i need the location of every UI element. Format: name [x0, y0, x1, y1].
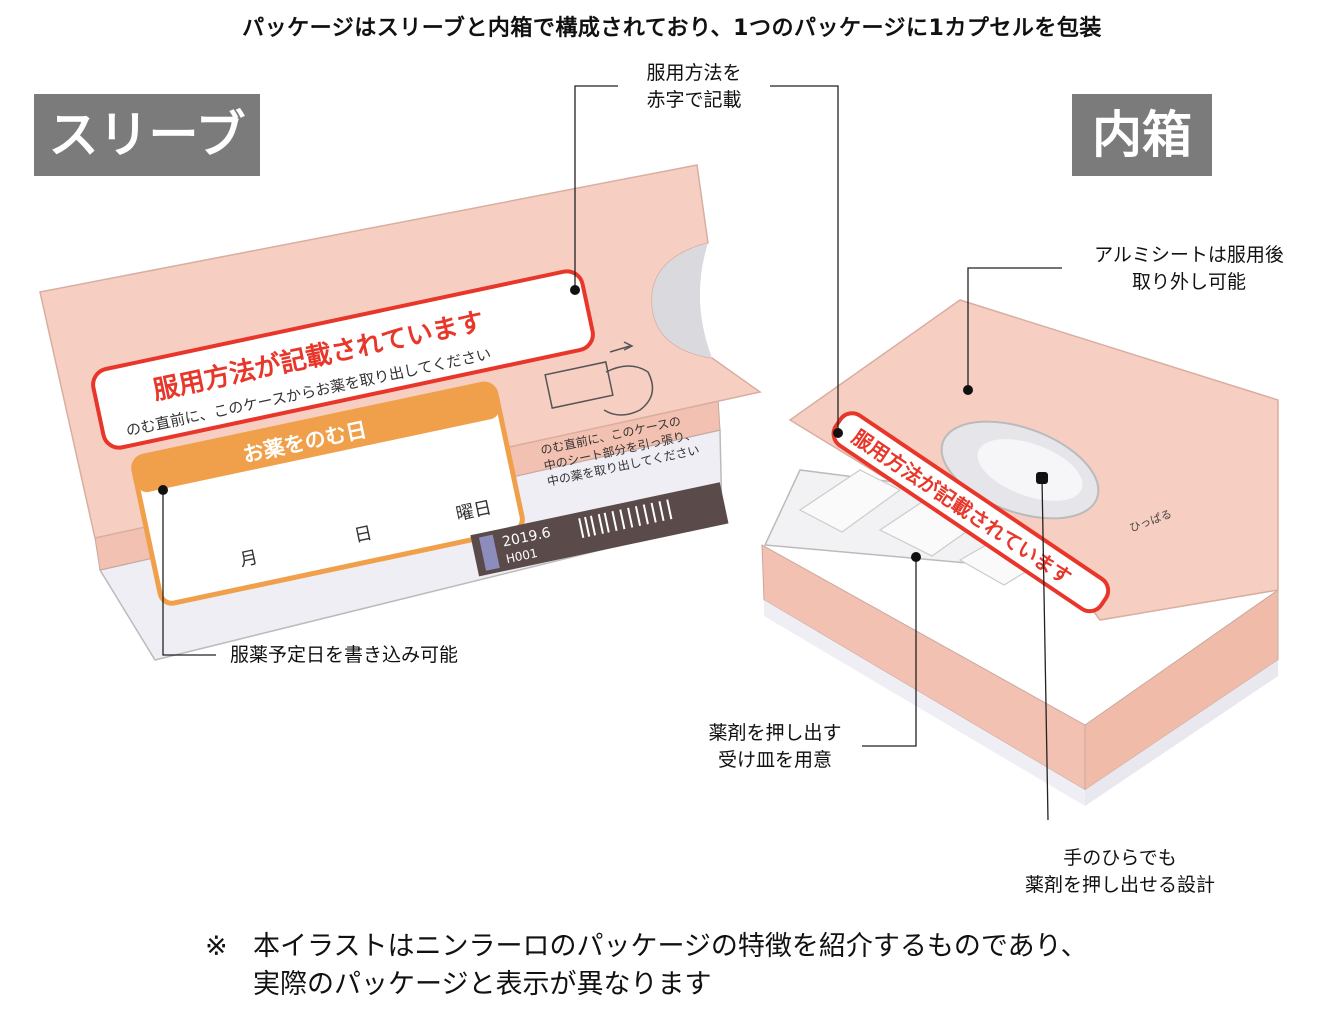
- callout-tray-line1: 薬剤を押し出す: [708, 722, 842, 744]
- callout-aluminum: アルミシートは服用後 取り外し可能: [1064, 242, 1314, 296]
- sleeve-illustration: 服用方法が記載されています のむ直前に、このケースからお薬を取り出してください …: [39, 164, 762, 661]
- barcode-icon: [578, 499, 673, 539]
- footnote-line1: 本イラストはニンラーロのパッケージの特徴を紹介するものであり、: [253, 931, 1088, 962]
- date-month: 月: [238, 547, 260, 571]
- callout-palm: 手のひらでも 薬剤を押し出せる設計: [990, 845, 1250, 899]
- callout-usage-red-line2: 赤字で記載: [646, 89, 742, 111]
- lot-code: H001: [505, 546, 539, 566]
- footnote: ※ 本イラストはニンラーロのパッケージの特徴を紹介するものであり、 実際のパッケー…: [205, 928, 1088, 1004]
- callout-aluminum-line1: アルミシートは服用後: [1094, 244, 1284, 266]
- leader-dots: [158, 285, 1048, 562]
- callout-tray-line2: 受け皿を用意: [717, 749, 832, 771]
- callout-palm-line2: 薬剤を押し出せる設計: [1024, 874, 1215, 896]
- leader-lines: [162, 85, 1062, 821]
- footnote-line2: 実際のパッケージと表示が異なります: [253, 969, 712, 1000]
- callout-usage-red: 服用方法を 赤字で記載: [618, 60, 770, 114]
- footnote-mark: ※: [205, 931, 228, 962]
- callout-date-write: 服薬予定日を書き込み可能: [230, 644, 459, 666]
- callout-usage-red-line1: 服用方法を: [646, 62, 742, 84]
- page-heading: パッケージはスリーブと内箱で構成されており、1つのパッケージに1カプセルを包装: [242, 16, 1102, 41]
- sleeve-tag: スリーブ: [34, 94, 260, 176]
- hand-sketch: [544, 341, 654, 416]
- inner-box-illustration: 服用方法が記載されています ひっぱる: [761, 299, 1279, 806]
- callout-tray: 薬剤を押し出す 受け皿を用意: [690, 720, 860, 774]
- inner-box-tag: 内箱: [1072, 94, 1212, 176]
- date-day: 日: [352, 523, 374, 547]
- callout-aluminum-line2: 取り外し可能: [1131, 271, 1246, 293]
- callout-palm-line1: 手のひらでも: [1063, 847, 1177, 869]
